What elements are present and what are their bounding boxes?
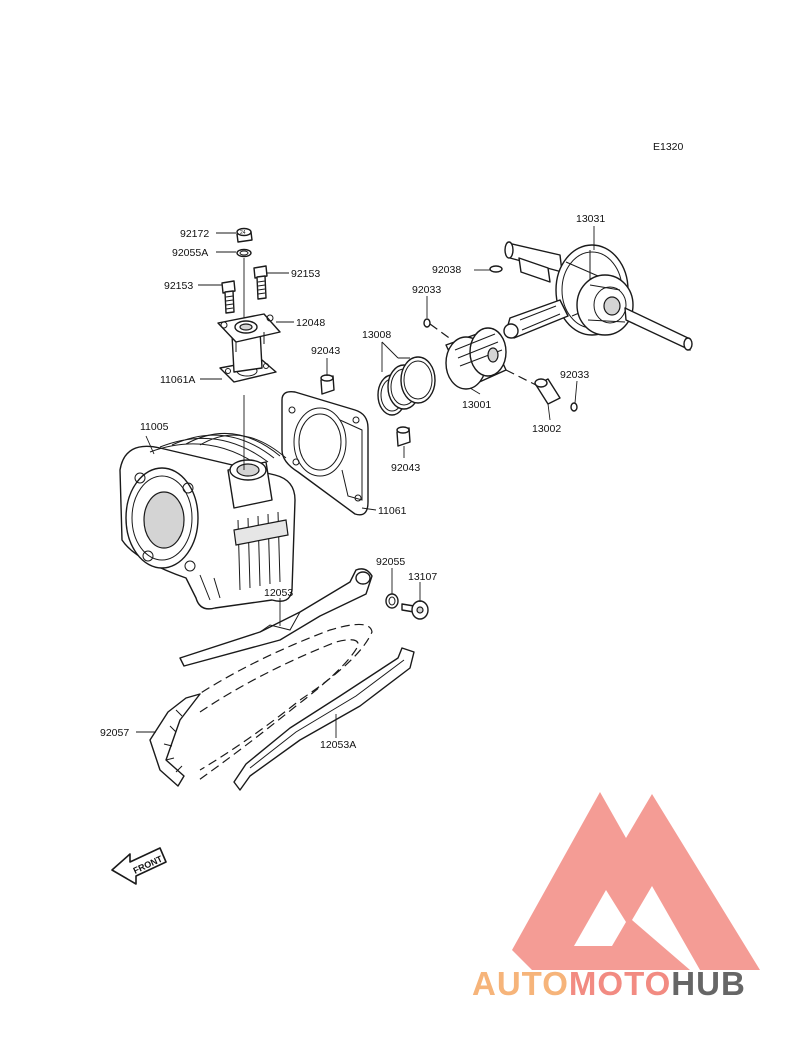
label-92153-right: 92153 — [291, 268, 320, 280]
label-12053: 12053 — [264, 587, 293, 599]
label-92055a: 92055A — [172, 247, 208, 259]
cylinder-11005 — [119, 433, 296, 610]
washer-92055 — [385, 593, 399, 609]
piston-13001 — [445, 327, 507, 390]
circlip-92033-right — [570, 402, 578, 412]
label-92055: 92055 — [376, 556, 405, 568]
diagram-code: E1320 — [653, 141, 684, 153]
piston-rings-13008 — [377, 356, 436, 416]
automotohub-logo-mark — [512, 792, 760, 970]
label-13107: 13107 — [408, 571, 437, 583]
cam-chain-92057 — [149, 623, 373, 787]
piston-pin-13002 — [534, 378, 561, 405]
cap-bolt-92172: 24 — [236, 227, 253, 243]
dowel-92043-top — [320, 374, 335, 395]
label-92057: 92057 — [100, 727, 129, 739]
label-92043-top: 92043 — [311, 345, 340, 357]
label-13031: 13031 — [576, 213, 605, 225]
label-13008: 13008 — [362, 329, 391, 341]
label-11005: 11005 — [140, 421, 169, 433]
label-13001: 13001 — [462, 399, 491, 411]
label-92038: 92038 — [432, 264, 461, 276]
key-92038 — [489, 265, 503, 273]
label-11061: 11061 — [378, 505, 407, 517]
automotohub-watermark: AUTOMOTOHUB — [472, 792, 760, 1002]
bolt-92153-right — [253, 265, 268, 300]
label-92172: 92172 — [180, 228, 209, 240]
svg-text:24: 24 — [240, 230, 246, 236]
label-92033-left: 92033 — [412, 284, 441, 296]
leader-lines — [136, 226, 595, 738]
label-92033-right: 92033 — [560, 369, 589, 381]
chain-guide-12053a — [233, 647, 415, 791]
part-labels: 92172 92055A 92153 92153 12048 11061A 13… — [100, 213, 605, 751]
label-11061a: 11061A — [160, 374, 195, 386]
label-12048: 12048 — [296, 317, 325, 329]
label-12053a: 12053A — [320, 739, 356, 751]
bolt-92153-left — [221, 280, 236, 314]
dowel-92043-bottom — [396, 426, 411, 447]
crankshaft-13031 — [503, 241, 693, 351]
cylinder-base-gasket-11061 — [281, 390, 369, 516]
circlip-92033-left — [423, 318, 431, 328]
pivot-bolt-13107 — [401, 600, 429, 620]
chain-tensioner-12048 — [217, 313, 281, 373]
label-92153-left: 92153 — [164, 280, 193, 292]
front-direction-arrow: FRONT — [111, 847, 167, 885]
watermark-text: AUTOMOTOHUB — [472, 965, 746, 1002]
label-92043-bottom: 92043 — [391, 462, 420, 474]
label-13002: 13002 — [532, 423, 561, 435]
chain-guide-12053 — [179, 568, 373, 667]
